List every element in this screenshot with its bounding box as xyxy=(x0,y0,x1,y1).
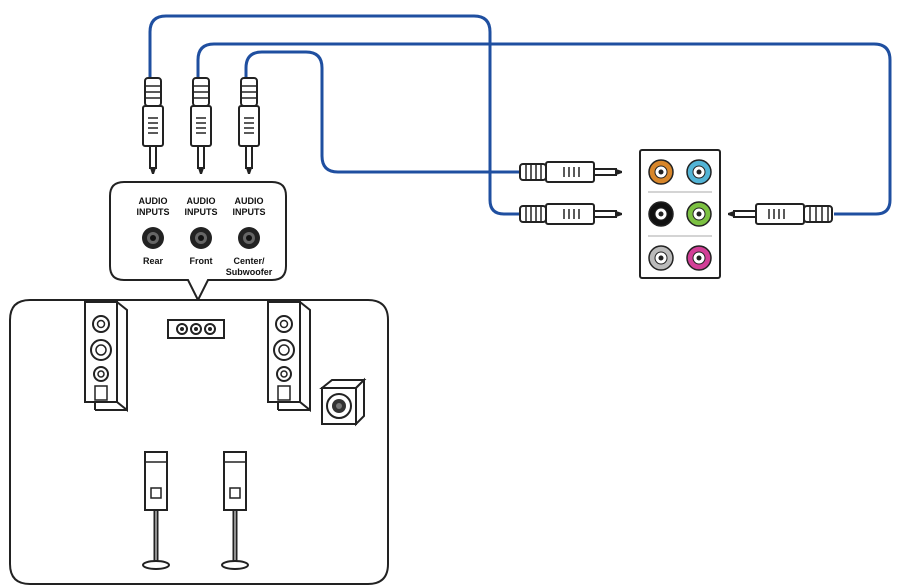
cable-rear xyxy=(148,14,520,216)
input-rear-label: Rear xyxy=(143,256,164,266)
input-rear-title: AUDIO xyxy=(139,196,168,206)
input-front-title: AUDIO xyxy=(187,196,216,206)
input-jack-rear xyxy=(142,227,164,249)
jack-orange xyxy=(648,159,674,185)
jack-black xyxy=(648,201,674,227)
connector-block-icon xyxy=(167,319,225,339)
input-center-label-2: Subwoofer xyxy=(226,267,273,277)
rca-plug-icon xyxy=(727,203,833,225)
cable-front xyxy=(196,42,892,216)
rca-plug-icon xyxy=(142,77,260,175)
jack-gray xyxy=(648,245,674,271)
tower-speaker-icon xyxy=(267,301,311,411)
input-rear-subtitle: INPUTS xyxy=(136,207,169,217)
input-jack-front xyxy=(190,227,212,249)
audio-inputs-panel: AUDIO INPUTS AUDIO INPUTS AUDIO INPUTS R… xyxy=(109,181,287,303)
jack-blue xyxy=(686,159,712,185)
speaker-room xyxy=(9,299,389,585)
cables xyxy=(148,14,892,216)
input-center-subtitle: INPUTS xyxy=(232,207,265,217)
input-center-title: AUDIO xyxy=(235,196,264,206)
tower-speaker-icon xyxy=(84,301,128,411)
jack-pink xyxy=(686,245,712,271)
input-center-label: Center/ xyxy=(233,256,265,266)
subwoofer-icon xyxy=(319,377,367,427)
rear-audio-port-panel-icon xyxy=(639,149,721,279)
jack-green xyxy=(686,201,712,227)
input-front-label: Front xyxy=(190,256,213,266)
input-front-subtitle: INPUTS xyxy=(184,207,217,217)
input-jack-center xyxy=(238,227,260,249)
rca-plug-icon xyxy=(519,203,623,225)
rca-plug-icon xyxy=(519,161,623,183)
cable-center-subwoofer xyxy=(244,50,520,174)
